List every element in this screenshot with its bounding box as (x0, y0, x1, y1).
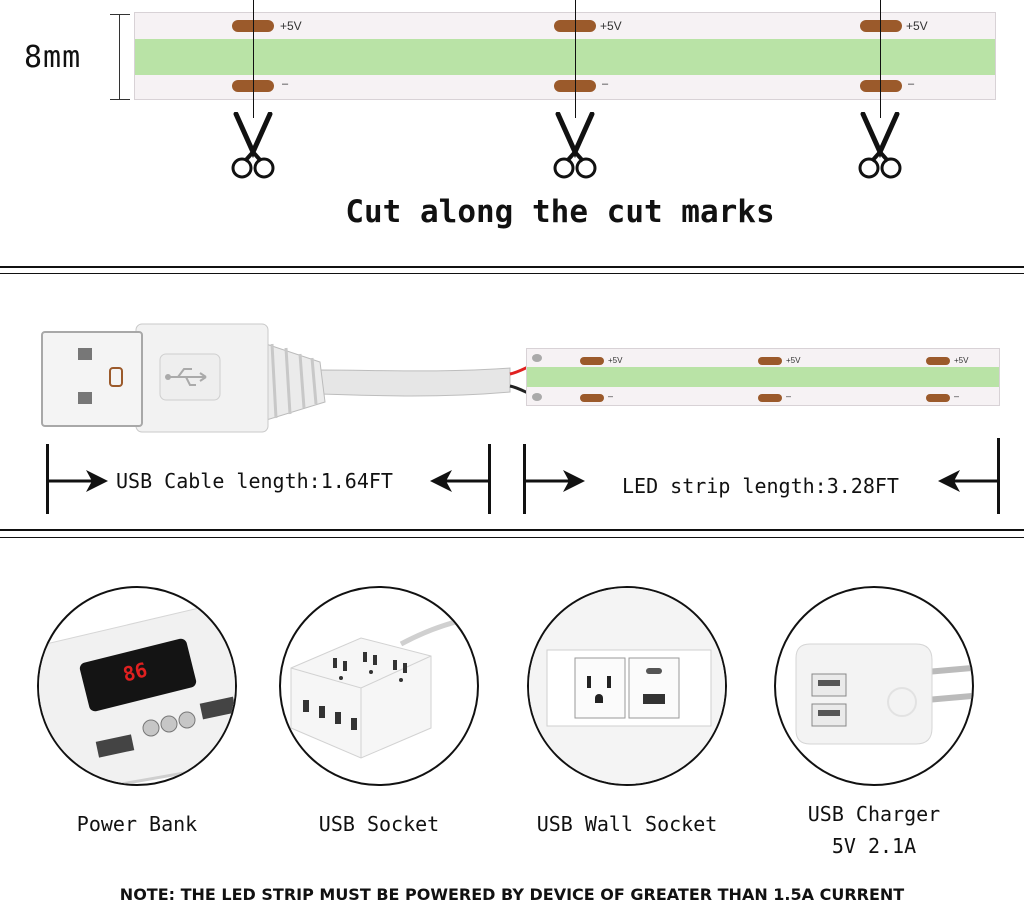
usb-charger-image (774, 586, 974, 786)
power-bank-icon (39, 607, 235, 784)
usb-symbol-icon (165, 368, 207, 386)
negative-pad (926, 394, 950, 402)
positive-label: +5V (600, 19, 622, 33)
positive-label: +5V (280, 19, 302, 33)
arrow-left-icon (430, 470, 490, 492)
usb-socket-image (279, 586, 479, 786)
section-divider (0, 273, 1024, 274)
positive-pad (580, 357, 604, 365)
usb-socket-icon (290, 615, 477, 759)
led-strip-length-label: LED strip length:3.28FT (622, 474, 899, 498)
strip-width-dimension (110, 14, 130, 100)
section-divider (0, 266, 1024, 268)
positive-label: +5V (906, 19, 928, 33)
scissors-icon (553, 112, 597, 179)
negative-label: – (954, 391, 960, 401)
device-caption: USB Socket (318, 812, 440, 836)
arrow-right-icon (525, 470, 585, 492)
cut-caption: Cut along the cut marks (345, 194, 775, 230)
solder-point (532, 354, 542, 362)
usb-charger-icon (795, 643, 972, 745)
negative-pad (580, 394, 604, 402)
positive-label: +5V (608, 356, 623, 365)
solder-point (532, 393, 542, 401)
negative-pad (758, 394, 782, 402)
negative-label: – (608, 391, 614, 401)
power-bank-image: 86 (37, 586, 237, 786)
dimension-bar-right (997, 438, 1000, 514)
power-note: NOTE: THE LED STRIP MUST BE POWERED BY D… (119, 885, 905, 904)
section-divider (0, 537, 1024, 538)
positive-label: +5V (786, 356, 801, 365)
led-strip-emitter (527, 367, 999, 387)
negative-label: – (602, 78, 609, 90)
usb-cable-length-label: USB Cable length:1.64FT (116, 469, 393, 493)
device-caption: USB Wall Socket (536, 812, 718, 836)
device-caption-rating: 5V 2.1A (831, 834, 917, 858)
positive-pad (926, 357, 950, 365)
led-strip-emitter (135, 39, 995, 75)
arrow-left-icon (938, 470, 998, 492)
negative-pad (860, 80, 902, 92)
arrow-right-icon (48, 470, 108, 492)
dimension-bar-left (523, 444, 526, 514)
wall-socket-icon (529, 588, 725, 784)
scissors-icon (858, 112, 902, 179)
cut-line (880, 0, 881, 118)
positive-label: +5V (954, 356, 969, 365)
dimension-bar-left (46, 444, 49, 514)
strip-width-label: 8mm (24, 40, 82, 75)
positive-pad (758, 357, 782, 365)
usb-plug-cable (41, 323, 541, 433)
cut-line (575, 0, 576, 118)
usb-wall-socket-image (527, 586, 727, 786)
section-divider (0, 529, 1024, 531)
positive-pad (860, 20, 902, 32)
device-caption: USB Charger (807, 802, 941, 826)
negative-label: – (282, 78, 289, 90)
dimension-bar-right (488, 444, 491, 514)
negative-label: – (908, 78, 915, 90)
cut-line (253, 0, 254, 118)
device-caption: Power Bank (76, 812, 198, 836)
scissors-icon (231, 112, 275, 179)
negative-label: – (786, 391, 792, 401)
